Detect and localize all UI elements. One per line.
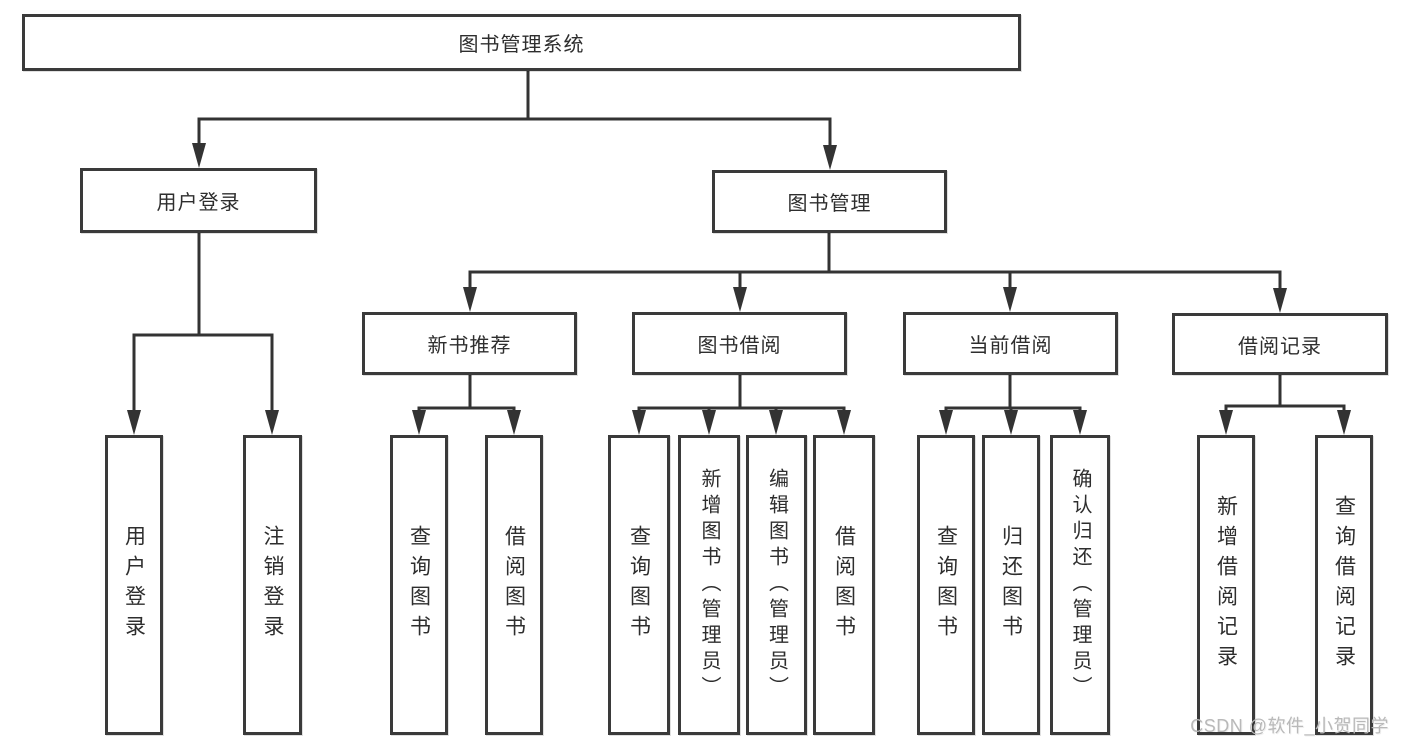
node-label-borrowing-records: 借阅记录	[1238, 335, 1322, 358]
node-system-root: 图书管理系统	[22, 14, 1021, 71]
connector-arrowhead	[412, 410, 426, 435]
node-label-leaf-confirm-return-admin: 确认归还（管理员）	[1069, 468, 1091, 702]
node-label-leaf-borrow-books-recommend: 借阅图书	[502, 525, 526, 645]
connector-arrowhead	[1219, 410, 1233, 435]
node-leaf-query-borrow-record: 查询借阅记录	[1315, 435, 1373, 735]
node-label-leaf-query-books-borrowing: 查询图书	[627, 525, 651, 645]
node-borrowing-records: 借阅记录	[1172, 313, 1388, 375]
connector-arrowhead	[1003, 287, 1017, 312]
node-leaf-query-books-recommend: 查询图书	[390, 435, 448, 735]
node-label-leaf-borrow-books-borrowing: 借阅图书	[832, 525, 856, 645]
node-label-leaf-edit-books-admin: 编辑图书（管理员）	[765, 468, 788, 702]
connector-arrowhead	[1073, 410, 1087, 435]
connector-arrowhead	[1004, 410, 1018, 435]
connector-arrowhead	[733, 287, 747, 312]
node-leaf-query-books-borrowing: 查询图书	[608, 435, 670, 735]
node-label-book-management-branch: 图书管理	[787, 193, 872, 215]
node-label-current-borrowing: 当前借阅	[968, 335, 1053, 357]
node-label-book-borrowing: 图书借阅	[697, 335, 782, 357]
node-leaf-add-borrow-record: 新增借阅记录	[1197, 435, 1255, 735]
node-label-leaf-add-books-admin: 新增图书（管理员）	[698, 468, 720, 702]
node-label-leaf-query-books-recommend: 查询图书	[407, 525, 431, 645]
connector-arrowhead	[265, 410, 279, 435]
node-label-user-login-branch: 用户登录	[156, 192, 241, 214]
node-book-management-branch: 图书管理	[712, 170, 947, 233]
node-leaf-borrow-books-borrowing: 借阅图书	[813, 435, 875, 735]
connector-arrowhead	[632, 410, 646, 435]
node-new-book-recommend: 新书推荐	[362, 312, 577, 375]
node-leaf-confirm-return-admin: 确认归还（管理员）	[1050, 435, 1110, 735]
node-leaf-logout: 注销登录	[243, 435, 302, 735]
node-leaf-borrow-books-recommend: 借阅图书	[485, 435, 543, 735]
node-label-leaf-user-login: 用户登录	[122, 525, 146, 645]
connector-arrowhead	[127, 410, 141, 435]
connector-arrowhead	[507, 410, 521, 435]
node-leaf-add-books-admin: 新增图书（管理员）	[678, 435, 740, 735]
node-label-leaf-query-borrow-record: 查询借阅记录	[1332, 495, 1356, 675]
node-label-leaf-logout: 注销登录	[261, 525, 284, 645]
connector-arrowhead	[1273, 288, 1287, 313]
connector-arrowhead	[702, 410, 716, 435]
node-label-system-root: 图书管理系统	[458, 34, 585, 56]
connector-arrowhead	[192, 143, 206, 168]
node-label-leaf-return-books: 归还图书	[999, 525, 1023, 645]
node-label-leaf-add-borrow-record: 新增借阅记录	[1214, 495, 1238, 675]
node-leaf-return-books: 归还图书	[982, 435, 1040, 735]
connector-arrowhead	[837, 410, 851, 435]
node-label-new-book-recommend: 新书推荐	[427, 335, 512, 357]
node-current-borrowing: 当前借阅	[903, 312, 1118, 375]
connector-arrowhead	[1337, 410, 1351, 435]
node-leaf-user-login: 用户登录	[105, 435, 163, 735]
connector-arrowhead	[463, 287, 477, 312]
connector-arrowhead	[769, 410, 783, 435]
connector-arrowhead	[939, 410, 953, 435]
node-label-leaf-query-books-current: 查询图书	[934, 525, 958, 645]
connector-arrowhead	[823, 145, 837, 170]
node-leaf-query-books-current: 查询图书	[917, 435, 975, 735]
watermark-text: CSDN @软件_小贺同学	[1190, 716, 1389, 736]
node-leaf-edit-books-admin: 编辑图书（管理员）	[746, 435, 807, 735]
node-book-borrowing: 图书借阅	[632, 312, 847, 375]
node-user-login-branch: 用户登录	[80, 168, 317, 233]
